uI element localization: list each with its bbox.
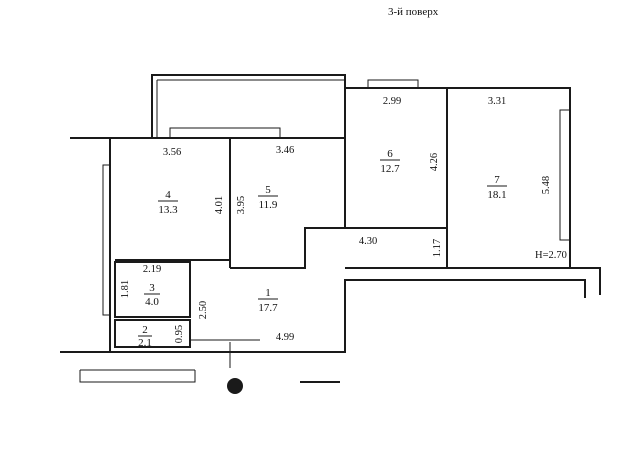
room-area: 13.3	[158, 204, 178, 216]
room-4-label: 4 13.3	[158, 189, 178, 216]
right-window	[559, 109, 571, 241]
room-2-outline	[114, 319, 191, 348]
room-number: 3	[149, 282, 155, 294]
dim-room3-width: 2.19	[143, 264, 161, 275]
outer-wall-bottom	[110, 279, 586, 353]
dim-room2-depth: 0.95	[174, 325, 185, 343]
top-window-left	[169, 127, 281, 139]
dim-room7-width: 3.31	[488, 96, 506, 107]
dim-room6-width: 2.99	[383, 96, 401, 107]
dim-room5-depth: 3.95	[236, 196, 247, 214]
left-window	[102, 164, 111, 316]
dim-room1-width: 4.99	[276, 332, 294, 343]
ink-dot	[227, 378, 243, 394]
ceiling-height: H=2.70	[535, 250, 567, 261]
room-number: 6	[387, 148, 393, 160]
room-number: 1	[265, 287, 271, 299]
room-area: 18.1	[487, 189, 506, 201]
room-area: 11.9	[259, 199, 278, 211]
outer-wall-top-right	[110, 87, 601, 295]
dim-room4-depth: 4.01	[214, 196, 225, 214]
room-number: 4	[165, 189, 171, 201]
floor-label: 3-й поверх	[388, 6, 439, 18]
room-5-label: 5 11.9	[258, 184, 278, 211]
room-number: 2	[142, 324, 148, 336]
dim-corridor-depth: 1.17	[432, 239, 443, 257]
room-3-outline	[114, 261, 191, 318]
room-1-label: 1 17.7	[258, 287, 278, 314]
room-2-label: 2 2.1	[138, 324, 152, 349]
dim-room4-width: 3.56	[163, 147, 181, 158]
room-area: 2.1	[138, 337, 152, 349]
dim-corridor-width: 4.30	[359, 236, 377, 247]
room-area: 17.7	[258, 302, 278, 314]
room-number: 5	[265, 184, 271, 196]
dim-room6-depth: 4.26	[429, 153, 440, 171]
wall-5-bottom	[230, 227, 345, 269]
room-3-label: 3 4.0	[144, 282, 160, 308]
top-window-right	[367, 79, 419, 89]
dim-room7-depth: 5.48	[541, 176, 552, 194]
dim-room1-depth: 2.50	[198, 301, 209, 319]
dim-room5-width: 3.46	[276, 145, 294, 156]
room-area: 12.7	[380, 163, 400, 175]
dim-room3-depth: 1.81	[120, 280, 131, 298]
room-6-label: 6 12.7	[380, 148, 400, 175]
lower-balcony	[79, 370, 196, 383]
room-area: 4.0	[145, 296, 159, 308]
room-number: 7	[494, 174, 500, 186]
room-7-label: 7 18.1	[487, 174, 507, 201]
balcony-outline	[151, 74, 346, 138]
